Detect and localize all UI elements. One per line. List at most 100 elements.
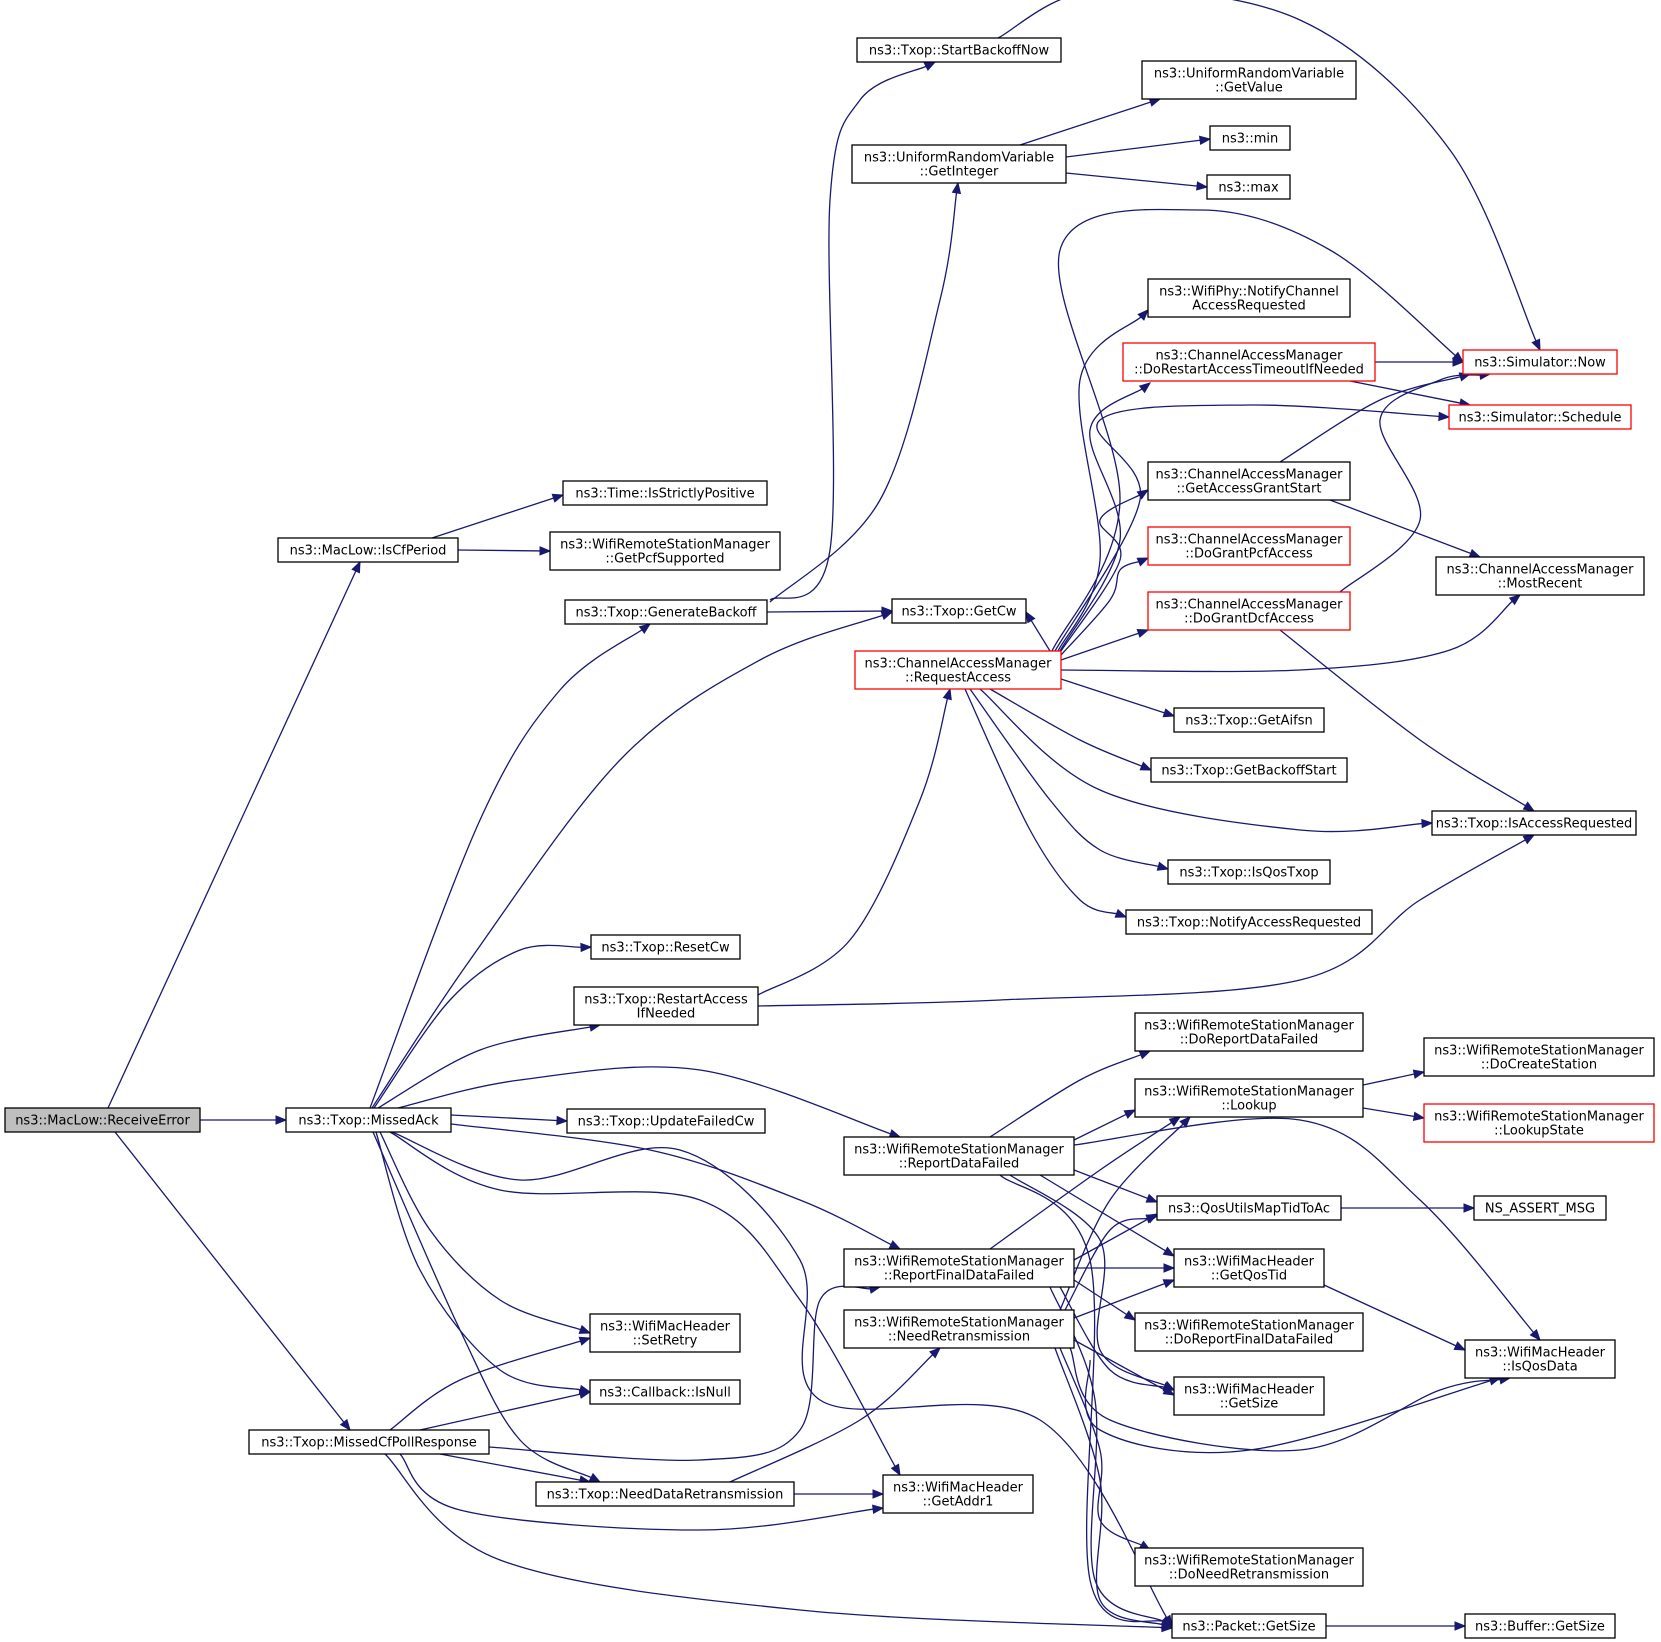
node-box[interactable] <box>562 480 768 506</box>
node-box[interactable] <box>4 1107 201 1133</box>
node-box[interactable] <box>843 1136 1075 1176</box>
node-box[interactable] <box>1150 757 1348 783</box>
node-mostRecent[interactable]: ns3::ChannelAccessManager::MostRecent <box>1435 556 1645 596</box>
node-lookupState[interactable]: ns3::WifiRemoteStationManager::LookupSta… <box>1423 1103 1655 1143</box>
node-min[interactable]: ns3::min <box>1209 125 1291 151</box>
node-box[interactable] <box>1473 1195 1607 1221</box>
node-getAccessGrantStart[interactable]: ns3::ChannelAccessManager::GetAccessGran… <box>1147 461 1351 501</box>
node-box[interactable] <box>1125 909 1373 935</box>
node-getCw[interactable]: ns3::Txop::GetCw <box>891 598 1027 624</box>
node-box[interactable] <box>573 986 759 1026</box>
node-box[interactable] <box>564 599 768 625</box>
node-simNow[interactable]: ns3::Simulator::Now <box>1462 349 1618 375</box>
node-box[interactable] <box>1156 1195 1342 1221</box>
node-box[interactable] <box>1464 1339 1616 1379</box>
node-box[interactable] <box>843 1309 1075 1349</box>
node-box[interactable] <box>590 934 741 960</box>
node-box[interactable] <box>1134 1078 1364 1118</box>
node-doReportDataFailed[interactable]: ns3::WifiRemoteStationManager::DoReportD… <box>1134 1012 1364 1052</box>
node-box[interactable] <box>1464 1613 1616 1639</box>
node-doRestartAccess[interactable]: ns3::ChannelAccessManager::DoRestartAcce… <box>1122 342 1376 382</box>
node-box[interactable] <box>535 1481 795 1507</box>
node-needDataRetrans[interactable]: ns3::Txop::NeedDataRetransmission <box>535 1481 795 1507</box>
node-bufferGetSize[interactable]: ns3::Buffer::GetSize <box>1464 1613 1616 1639</box>
node-doNeedRetransmission[interactable]: ns3::WifiRemoteStationManager::DoNeedRet… <box>1134 1547 1364 1587</box>
node-packetGetSize[interactable]: ns3::Packet::GetSize <box>1171 1613 1327 1639</box>
node-lookup[interactable]: ns3::WifiRemoteStationManager::Lookup <box>1134 1078 1364 1118</box>
node-setRetry[interactable]: ns3::WifiMacHeader::SetRetry <box>589 1313 741 1353</box>
node-box[interactable] <box>1134 1547 1364 1587</box>
node-getPcfSupported[interactable]: ns3::WifiRemoteStationManager::GetPcfSup… <box>549 531 781 571</box>
node-box[interactable] <box>1423 1037 1655 1077</box>
node-missedAck[interactable]: ns3::Txop::MissedAck <box>285 1107 452 1133</box>
node-isStrictlyPositive[interactable]: ns3::Time::IsStrictlyPositive <box>562 480 768 506</box>
node-updateFailedCw[interactable]: ns3::Txop::UpdateFailedCw <box>566 1108 766 1134</box>
node-getBackoffStart[interactable]: ns3::Txop::GetBackoffStart <box>1150 757 1348 783</box>
node-startBackoffNow[interactable]: ns3::Txop::StartBackoffNow <box>856 37 1062 63</box>
node-getAifsn[interactable]: ns3::Txop::GetAifsn <box>1173 707 1325 733</box>
node-doGrantPcf[interactable]: ns3::ChannelAccessManager::DoGrantPcfAcc… <box>1147 526 1351 566</box>
node-needRetransmission[interactable]: ns3::WifiRemoteStationManager::NeedRetra… <box>843 1309 1075 1349</box>
node-box[interactable] <box>248 1429 490 1455</box>
node-box[interactable] <box>285 1107 452 1133</box>
node-qosUtils[interactable]: ns3::QosUtilsMapTidToAc <box>1156 1195 1342 1221</box>
node-box[interactable] <box>891 598 1027 624</box>
node-box[interactable] <box>1134 1312 1364 1352</box>
node-box[interactable] <box>1423 1103 1655 1143</box>
node-box[interactable] <box>1173 1376 1325 1416</box>
node-receiveError[interactable]: ns3::MacLow::ReceiveError <box>4 1107 201 1133</box>
node-isQosTxop[interactable]: ns3::Txop::IsQosTxop <box>1167 859 1331 885</box>
node-wmhGetSize[interactable]: ns3::WifiMacHeader::GetSize <box>1173 1376 1325 1416</box>
node-doCreateStation[interactable]: ns3::WifiRemoteStationManager::DoCreateS… <box>1423 1037 1655 1077</box>
node-getQosTid[interactable]: ns3::WifiMacHeader::GetQosTid <box>1173 1248 1325 1288</box>
node-isAccessRequested[interactable]: ns3::Txop::IsAccessRequested <box>1431 810 1637 836</box>
node-box[interactable] <box>1134 1012 1364 1052</box>
node-box[interactable] <box>1206 174 1291 200</box>
node-max[interactable]: ns3::max <box>1206 174 1291 200</box>
node-box[interactable] <box>1147 591 1351 631</box>
node-box[interactable] <box>1147 461 1351 501</box>
node-box[interactable] <box>1122 342 1376 382</box>
node-box[interactable] <box>851 144 1067 184</box>
node-simSchedule[interactable]: ns3::Simulator::Schedule <box>1448 404 1632 430</box>
node-isCfPeriod[interactable]: ns3::MacLow::IsCfPeriod <box>277 537 459 563</box>
node-box[interactable] <box>1173 1248 1325 1288</box>
node-box[interactable] <box>856 37 1062 63</box>
node-box[interactable] <box>843 1248 1075 1288</box>
node-box[interactable] <box>1435 556 1645 596</box>
node-box[interactable] <box>1141 60 1357 100</box>
node-box[interactable] <box>1173 707 1325 733</box>
node-missedCfPoll[interactable]: ns3::Txop::MissedCfPollResponse <box>248 1429 490 1455</box>
node-reportDataFailed[interactable]: ns3::WifiRemoteStationManager::ReportDat… <box>843 1136 1075 1176</box>
node-nsAssertMsg[interactable]: NS_ASSERT_MSG <box>1473 1195 1607 1221</box>
node-generateBackoff[interactable]: ns3::Txop::GenerateBackoff <box>564 599 768 625</box>
node-doReportFinalDataFailed[interactable]: ns3::WifiRemoteStationManager::DoReportF… <box>1134 1312 1364 1352</box>
node-box[interactable] <box>566 1108 766 1134</box>
node-notifyChannelAccess[interactable]: ns3::WifiPhy::NotifyChannelAccessRequest… <box>1147 278 1351 318</box>
node-box[interactable] <box>277 537 459 563</box>
node-box[interactable] <box>1448 404 1632 430</box>
node-isQosData[interactable]: ns3::WifiMacHeader::IsQosData <box>1464 1339 1616 1379</box>
node-resetCw[interactable]: ns3::Txop::ResetCw <box>590 934 741 960</box>
node-reportFinalDataFailed[interactable]: ns3::WifiRemoteStationManager::ReportFin… <box>843 1248 1075 1288</box>
node-box[interactable] <box>589 1379 741 1405</box>
node-getValue[interactable]: ns3::UniformRandomVariable::GetValue <box>1141 60 1357 100</box>
node-box[interactable] <box>549 531 781 571</box>
node-box[interactable] <box>1209 125 1291 151</box>
node-doGrantDcf[interactable]: ns3::ChannelAccessManager::DoGrantDcfAcc… <box>1147 591 1351 631</box>
node-getInteger[interactable]: ns3::UniformRandomVariable::GetInteger <box>851 144 1067 184</box>
node-box[interactable] <box>882 1474 1034 1514</box>
node-requestAccess[interactable]: ns3::ChannelAccessManager::RequestAccess <box>854 650 1062 690</box>
node-box[interactable] <box>1171 1613 1327 1639</box>
node-box[interactable] <box>854 650 1062 690</box>
node-box[interactable] <box>1167 859 1331 885</box>
node-box[interactable] <box>1147 278 1351 318</box>
node-box[interactable] <box>1462 349 1618 375</box>
node-box[interactable] <box>1147 526 1351 566</box>
node-getAddr1[interactable]: ns3::WifiMacHeader::GetAddr1 <box>882 1474 1034 1514</box>
node-box[interactable] <box>1431 810 1637 836</box>
node-notifyAccessRequested[interactable]: ns3::Txop::NotifyAccessRequested <box>1125 909 1373 935</box>
node-box[interactable] <box>589 1313 741 1353</box>
node-cbIsNull[interactable]: ns3::Callback::IsNull <box>589 1379 741 1405</box>
